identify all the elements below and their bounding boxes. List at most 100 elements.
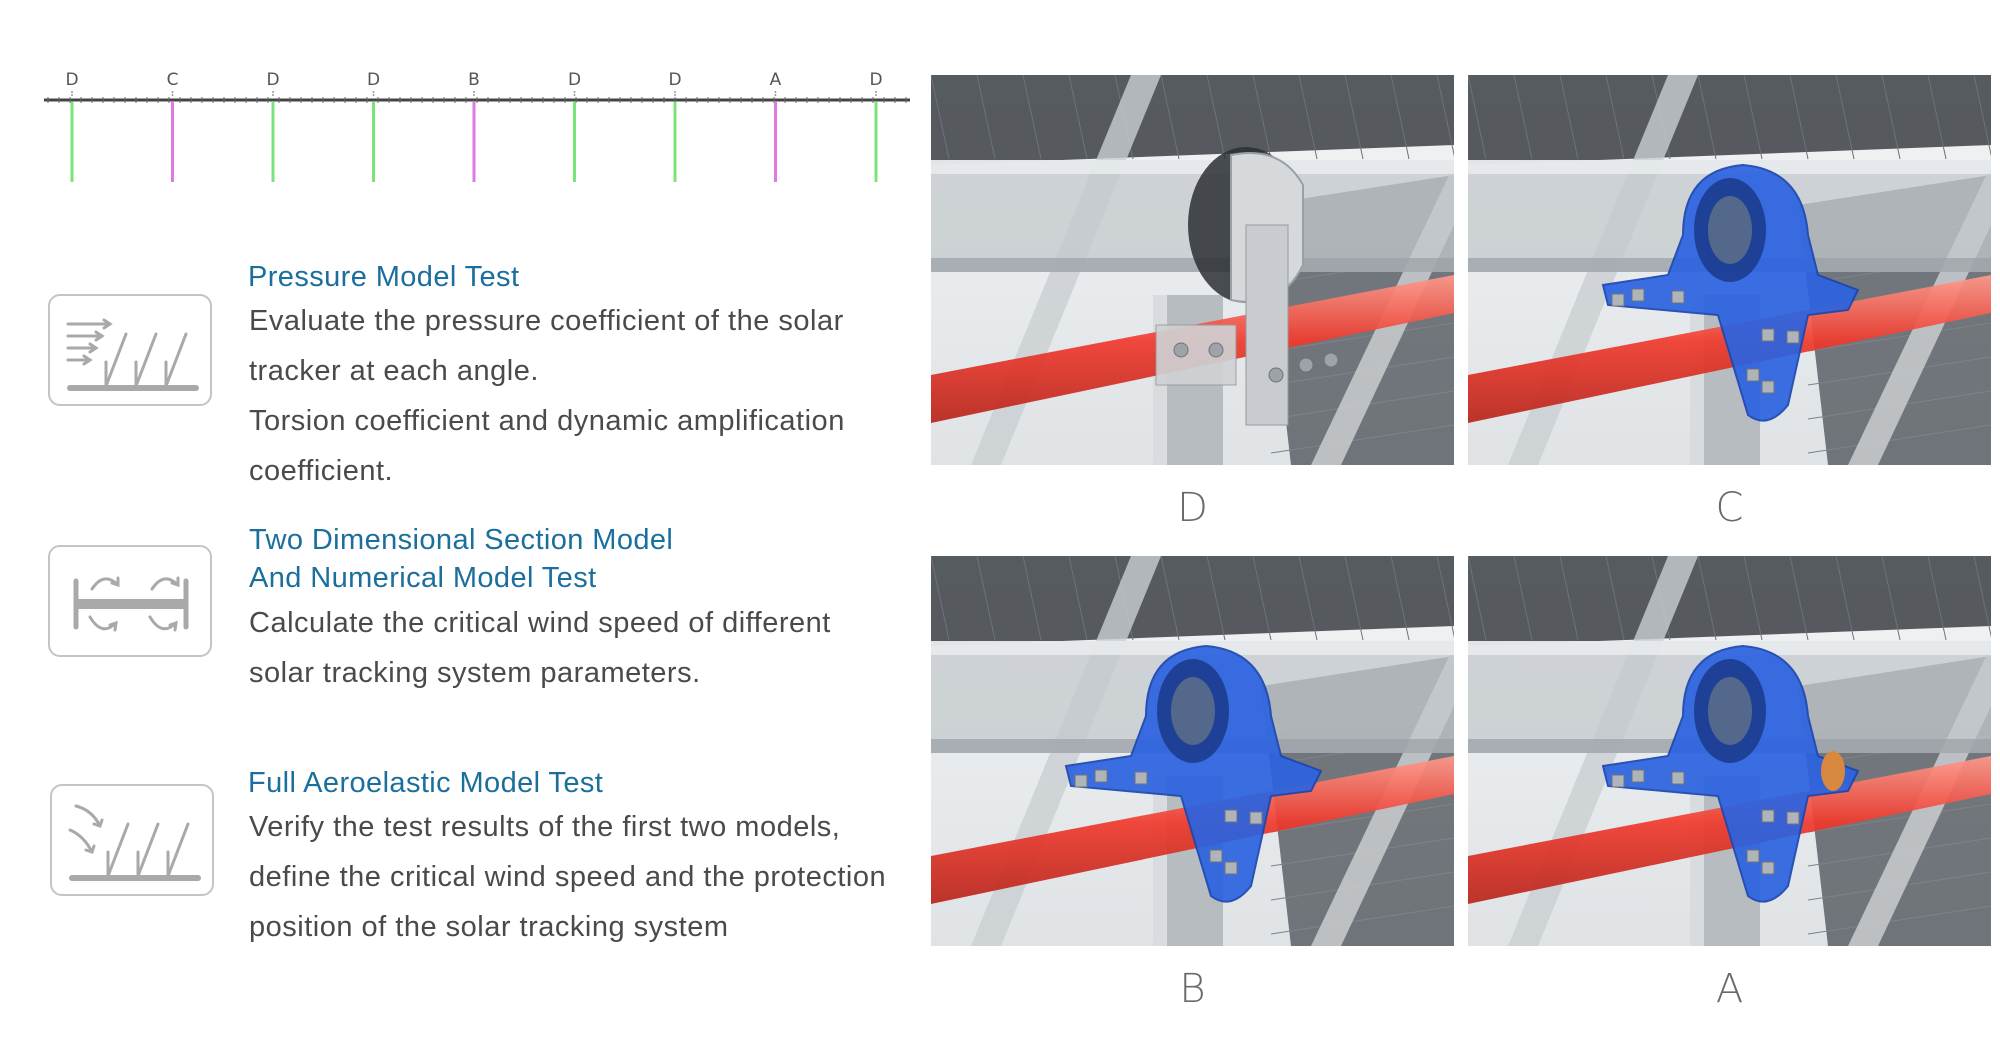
bolt	[1208, 342, 1224, 358]
post-label: B	[468, 70, 480, 90]
post-label: D	[367, 70, 380, 90]
bolt	[1746, 368, 1760, 382]
module-grid-line	[1252, 75, 1272, 160]
bearing-ring	[1708, 196, 1752, 264]
module-grid-line	[976, 556, 996, 641]
module-grid-line	[1807, 905, 1991, 935]
module-grid-line	[1436, 556, 1454, 638]
module-grid-line	[1881, 75, 1901, 160]
module-grid-line	[1513, 556, 1533, 641]
section-title: Full Aeroelastic Model Test	[248, 767, 604, 799]
bolt	[1761, 809, 1775, 823]
tube-shadow	[931, 258, 1454, 272]
solar-module	[931, 75, 1454, 165]
module-grid-line	[1270, 803, 1454, 833]
bearing-housing	[1064, 644, 1323, 903]
bolt	[1268, 367, 1284, 383]
module-grid-line	[1807, 803, 1991, 833]
panel-label: D	[1177, 485, 1208, 531]
module-grid-line	[1160, 75, 1180, 160]
post-label: C	[167, 70, 179, 90]
module-grid-line	[1390, 556, 1410, 641]
bolt	[1224, 809, 1238, 823]
module-grid-line	[1697, 75, 1717, 160]
module-grid-line	[976, 75, 996, 160]
post-d: D	[266, 70, 280, 182]
module-grid-line	[931, 75, 950, 160]
post-label: D	[65, 70, 78, 90]
wind-pressure-icon	[48, 294, 212, 406]
render-panel-b	[931, 556, 1454, 946]
module-grid-line	[931, 556, 950, 641]
module-grid-line	[1513, 75, 1533, 160]
module-grid-line	[1206, 75, 1226, 160]
post-highlight	[1690, 295, 1704, 465]
module-grid-line	[1160, 556, 1180, 641]
panel-label: C	[1715, 485, 1744, 531]
bolt	[1761, 861, 1775, 875]
module-grid-line	[1022, 75, 1042, 160]
module-grid-line	[1807, 424, 1991, 454]
section-body: Evaluate the pressure coefficient of the…	[249, 305, 845, 487]
tube-highlight	[931, 160, 1454, 174]
bolt	[1611, 293, 1625, 307]
bolt	[1761, 380, 1775, 394]
bolt	[1761, 328, 1775, 342]
solar-module	[1468, 75, 1991, 165]
post-label: D	[568, 70, 581, 90]
module-grid-line	[1068, 556, 1088, 641]
post-highlight	[1690, 776, 1704, 946]
post-highlight	[1153, 776, 1167, 946]
bolt	[1074, 774, 1088, 788]
module-grid-line	[1022, 556, 1042, 641]
post-d: D	[65, 70, 79, 182]
post-c: C	[167, 70, 179, 182]
bolt	[1298, 357, 1314, 373]
module-grid-line	[1605, 556, 1625, 641]
module-grid-line	[1835, 75, 1855, 160]
bolt	[1746, 849, 1760, 863]
render-panel-d	[931, 75, 1454, 465]
bearing-housing	[1601, 644, 1860, 903]
module-grid-line	[1252, 556, 1272, 641]
bolt	[1611, 774, 1625, 788]
module-grid-line	[1743, 556, 1763, 641]
section-body: Calculate the critical wind speed of dif…	[249, 607, 831, 689]
module-grid-line	[1973, 556, 1991, 638]
post-label: A	[770, 70, 782, 90]
section-body: Verify the test results of the first two…	[249, 811, 887, 943]
module-grid-line	[1270, 322, 1454, 352]
post-d: D	[869, 70, 883, 182]
section-model-icon	[48, 545, 212, 657]
module-grid-line	[1605, 75, 1625, 160]
panel-label: B	[1179, 966, 1206, 1012]
bearing-ring	[1171, 677, 1215, 745]
module-grid-line	[1973, 75, 1991, 157]
render-panel-a	[1468, 556, 1991, 946]
module-grid-line	[1436, 75, 1454, 157]
module-grid-line	[1468, 75, 1487, 160]
module-grid-line	[1697, 556, 1717, 641]
solar-module	[931, 556, 1454, 646]
solar-module	[1468, 556, 1991, 646]
module-grid-line	[1559, 75, 1579, 160]
module-grid-line	[1789, 75, 1809, 160]
post-d: D	[367, 70, 380, 182]
clamp-arm	[1245, 224, 1289, 426]
module-grid-line	[1298, 75, 1318, 160]
bolt	[1631, 288, 1645, 302]
render-panel-c	[1468, 75, 1991, 465]
copper-bushing	[1821, 751, 1845, 791]
module-grid-line	[1881, 556, 1901, 641]
bolt	[1134, 771, 1148, 785]
bolt	[1249, 811, 1263, 825]
bolt	[1224, 861, 1238, 875]
mount-plate	[1155, 324, 1237, 386]
post-label: D	[266, 70, 279, 90]
bolt	[1209, 849, 1223, 863]
module-grid-line	[1298, 556, 1318, 641]
beam-ticks	[47, 97, 907, 103]
module-grid-line	[1743, 75, 1763, 160]
bolt	[1323, 352, 1339, 368]
